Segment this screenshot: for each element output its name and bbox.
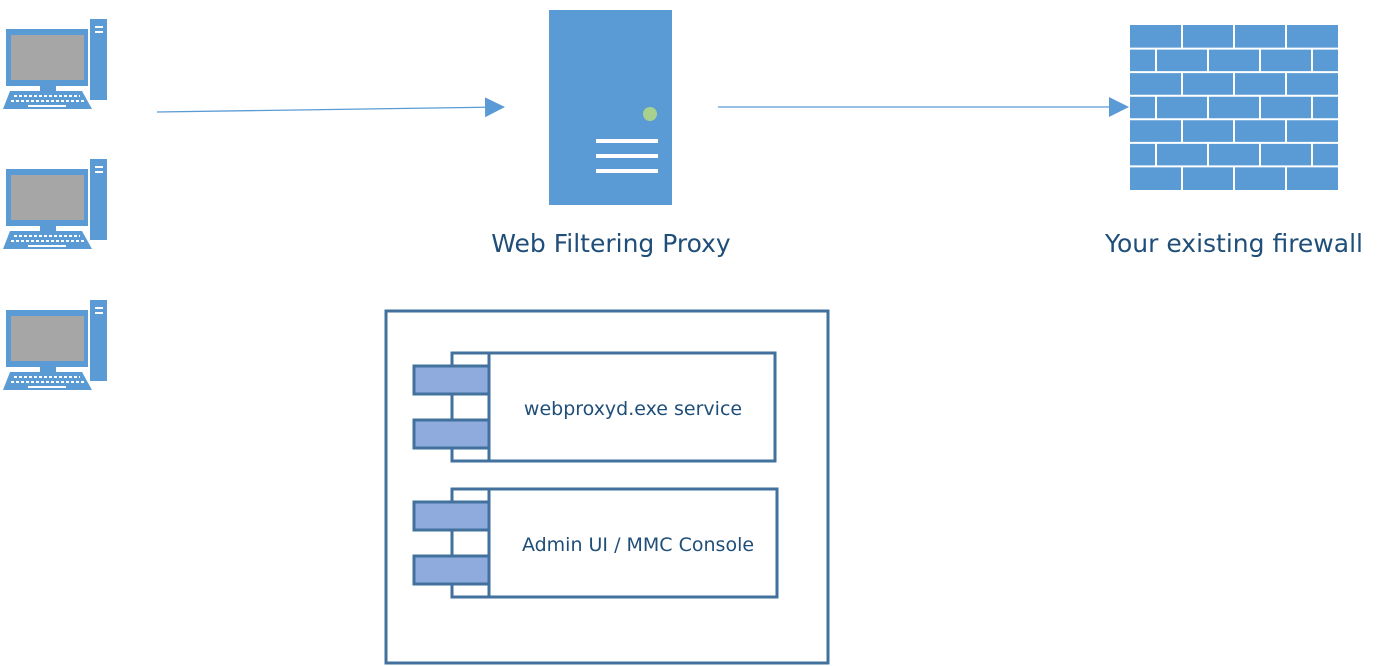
proxy-label: Web Filtering Proxy xyxy=(491,229,731,258)
component-icon xyxy=(412,500,491,586)
desktop-computer-icon xyxy=(2,158,108,250)
client-to-proxy-arrow xyxy=(156,97,505,118)
client-computer xyxy=(2,158,108,250)
client-computer xyxy=(2,18,108,110)
component-admin-ui: Admin UI / MMC Console xyxy=(412,487,779,599)
desktop-computer-icon xyxy=(2,18,108,110)
component-label: Admin UI / MMC Console xyxy=(522,534,754,556)
component-label: webproxyd.exe service xyxy=(524,398,742,420)
brick-wall-icon xyxy=(1130,25,1338,190)
client-computer xyxy=(2,299,108,391)
component-container xyxy=(384,309,830,665)
desktop-computer-icon xyxy=(2,299,108,391)
server-icon xyxy=(549,10,672,205)
component-icon xyxy=(412,364,491,450)
component-webproxyd-service: webproxyd.exe service xyxy=(412,351,777,463)
firewall-label: Your existing firewall xyxy=(1104,229,1363,258)
